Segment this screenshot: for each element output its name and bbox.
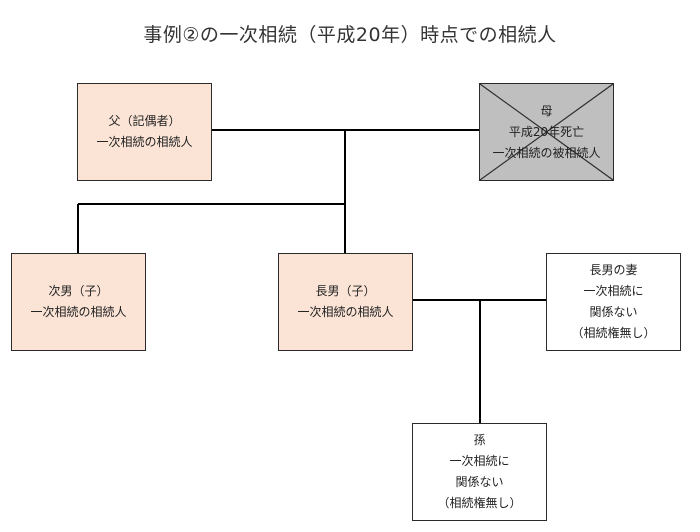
grandchild-status-line-3: （相続権無し） — [437, 496, 522, 510]
wife-role-label: 長男の妻 — [589, 263, 638, 277]
father-status-label: 一次相続の相続人 — [96, 135, 193, 149]
second-son-box: 次男（子） 一次相続の相続人 — [11, 253, 146, 351]
mother-status-label: 一次相続の被相続人 — [492, 145, 601, 160]
wife-status-line-1: 一次相続に — [583, 284, 644, 298]
mother-death-label: 平成20年死亡 — [508, 124, 585, 139]
diagram-title: 事例②の一次相続（平成20年）時点での相続人 — [143, 24, 557, 46]
eldest-son-wife-box: 長男の妻 一次相続に 関係ない （相続権無し） — [546, 253, 681, 351]
grandchild-status-line-1: 一次相続に — [449, 454, 510, 468]
grandchild-role-label: 孫 — [473, 433, 486, 447]
mother-role-label: 母 — [540, 103, 553, 118]
deceased-cross-mark — [480, 84, 613, 180]
mother-box: 母 平成20年死亡 一次相続の被相続人 — [479, 83, 614, 181]
eldest-son-box: 長男（子） 一次相続の相続人 — [278, 253, 413, 351]
father-box: 父（記偶者） 一次相続の相続人 — [77, 83, 212, 181]
grandchild-box: 孫 一次相続に 関係ない （相続権無し） — [412, 423, 547, 521]
father-role-label: 父（記偶者） — [108, 114, 181, 128]
wife-status-line-3: （相続権無し） — [571, 326, 656, 340]
grandchild-status-line-2: 関係ない — [455, 475, 504, 489]
eldest-son-status-label: 一次相続の相続人 — [297, 305, 394, 319]
wife-status-line-2: 関係ない — [589, 305, 638, 319]
eldest-son-role-label: 長男（子） — [315, 284, 376, 298]
second-son-role-label: 次男（子） — [48, 284, 109, 298]
second-son-status-label: 一次相続の相続人 — [30, 305, 127, 319]
